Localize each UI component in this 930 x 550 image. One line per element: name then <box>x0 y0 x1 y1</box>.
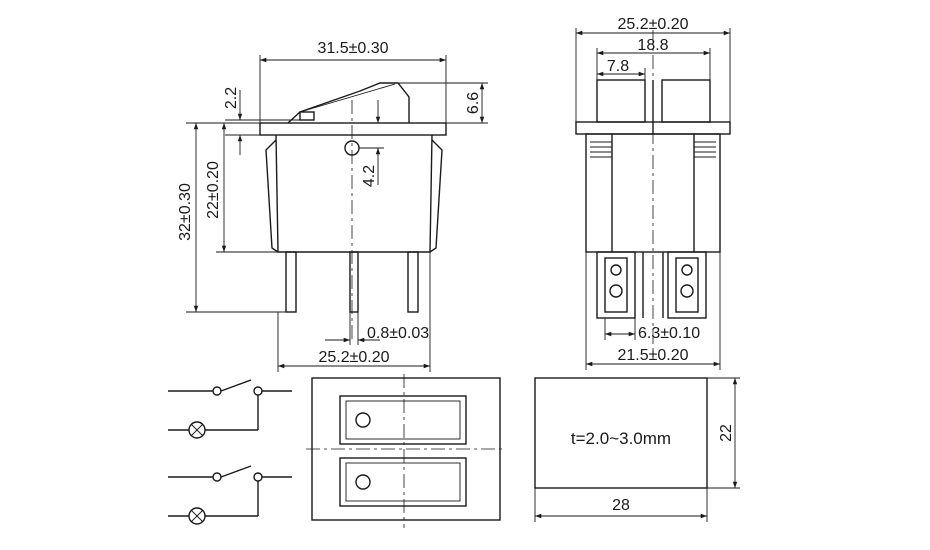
cutout-rect <box>534 377 708 489</box>
dim-front-width: 31.5±0.30 <box>317 40 388 57</box>
dim-body-width: 25.2±0.20 <box>318 349 389 366</box>
right-clip <box>429 139 443 253</box>
dim-side-total-width: 25.2±0.20 <box>617 16 688 33</box>
side-clip-stripes <box>590 141 716 158</box>
dim-cutout-width: 28 <box>612 497 630 514</box>
rocker-left <box>596 79 646 123</box>
side-terminal-left-inner <box>604 257 628 313</box>
dim-total-height: 32±0.30 <box>177 183 194 241</box>
side-terminal-right <box>667 251 707 319</box>
front-view: 31.5±0.30 2.2 6.6 4.2 22±0.20 32±0.30 0.… <box>177 40 488 372</box>
wiring-schematic <box>168 379 292 525</box>
dim-side-inner-width: 18.8 <box>637 37 668 54</box>
top-rocker-2 <box>339 457 467 507</box>
rocker-right <box>661 79 711 123</box>
top-view <box>306 374 506 528</box>
dim-terminal-thickness: 0.8±0.03 <box>367 325 429 342</box>
side-terminal-left <box>596 251 636 319</box>
terminal-right <box>407 251 419 313</box>
terminal-middle <box>349 251 359 313</box>
dim-terminal-width: 6.3±0.10 <box>638 325 700 342</box>
bezel <box>259 122 447 136</box>
dim-side-body-width: 21.5±0.20 <box>617 347 688 364</box>
dim-side-gap: 7.8 <box>607 58 629 75</box>
dim-rocker-height: 6.6 <box>465 92 482 114</box>
side-view: 25.2±0.20 18.8 7.8 6.3±0.10 21.5±0.20 <box>575 16 731 370</box>
left-clip <box>265 139 279 253</box>
switch-body <box>275 134 433 253</box>
panel-cutout-view: t=2.0~3.0mm 22 28 <box>534 377 740 522</box>
rocker-outline <box>287 82 410 124</box>
dim-lamp-offset: 4.2 <box>361 165 378 187</box>
terminal-left <box>285 251 297 313</box>
dim-body-height: 22±0.20 <box>205 161 222 219</box>
top-rocker-1 <box>339 395 467 445</box>
cutout-note: t=2.0~3.0mm <box>571 429 671 448</box>
dim-cutout-height: 22 <box>718 424 735 442</box>
rocker-tab <box>299 111 315 121</box>
dim-rocker-offset: 2.2 <box>223 87 240 109</box>
side-terminal-right-inner <box>675 257 699 313</box>
